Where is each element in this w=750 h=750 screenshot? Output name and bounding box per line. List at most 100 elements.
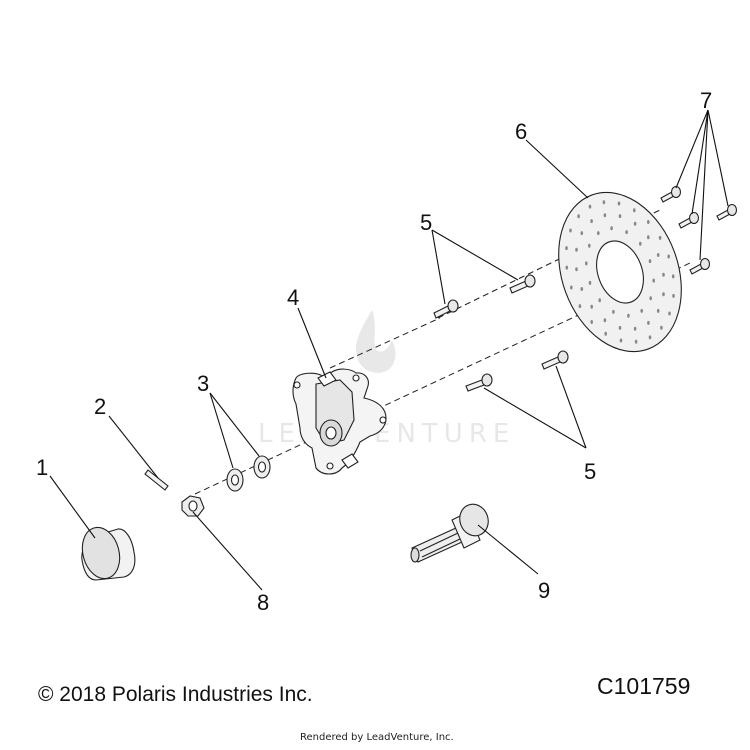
- disc-vent-hole: [627, 313, 630, 318]
- disc-vent-hole: [590, 304, 593, 309]
- disc-vent-hole: [578, 304, 582, 309]
- wheel-hub-part: [292, 368, 387, 475]
- copyright-notice: © 2018 Polaris Industries Inc.: [38, 683, 313, 706]
- callout-3: 3: [197, 371, 209, 396]
- leader-7-2: [691, 109, 709, 215]
- leader-8: [192, 511, 263, 591]
- disc-vent-hole: [590, 219, 593, 224]
- brake-disc-part: [558, 191, 682, 353]
- castle-nut-part: [181, 495, 205, 517]
- leader-lines: [49, 109, 729, 591]
- callout-5-lower: 5: [584, 459, 596, 484]
- disc-vent-hole: [672, 293, 675, 298]
- leader-3b: [209, 392, 260, 457]
- leader-7-1: [675, 109, 709, 189]
- rendered-by-credit: Rendered by LeadVenture, Inc.: [300, 732, 454, 743]
- callout-8: 8: [257, 590, 269, 615]
- leader-5a-2: [431, 229, 519, 281]
- disc-vent-hole: [575, 247, 578, 252]
- disc-vent-hole: [580, 287, 584, 291]
- disc-vent-hole: [658, 235, 662, 240]
- washer-part-1: [226, 468, 244, 492]
- callout-6: 6: [515, 119, 527, 144]
- disc-vent-hole: [597, 231, 600, 236]
- disc-vent-hole: [617, 201, 621, 206]
- disc-bolt-part-1: [660, 185, 682, 203]
- disc-vent-hole: [647, 320, 650, 325]
- leader-1: [49, 475, 96, 539]
- callout-4: 4: [287, 285, 299, 310]
- leader-7-3: [707, 109, 729, 207]
- washer-part-2: [253, 455, 271, 479]
- watermark-text: LEADVENTURE: [258, 419, 515, 449]
- disc-vent-hole: [598, 298, 601, 303]
- leader-3a: [209, 392, 234, 469]
- callout-2: 2: [94, 394, 106, 419]
- disc-vent-hole: [662, 292, 665, 297]
- callout-7: 7: [700, 88, 712, 113]
- disc-vent-hole: [625, 230, 628, 235]
- disc-vent-hole: [618, 325, 622, 330]
- disc-vent-hole: [648, 259, 652, 264]
- disc-vent-hole: [633, 326, 637, 331]
- leader-5b-1: [483, 387, 587, 449]
- disc-bolt-part-2: [678, 211, 700, 229]
- disc-bolt-part-4: [689, 257, 711, 275]
- bolt-axis-line-hub: [329, 317, 441, 369]
- disc-vent-hole: [671, 274, 675, 279]
- disc-vent-hole: [633, 221, 637, 226]
- disc-vent-hole: [603, 318, 607, 323]
- disc-vent-holes: [565, 200, 675, 344]
- hub-bolt-part-2: [509, 274, 536, 294]
- leader-2: [108, 415, 159, 479]
- disc-vent-hole: [610, 226, 613, 231]
- disc-vent-hole: [588, 204, 592, 209]
- disc-vent-hole: [633, 208, 636, 213]
- leader-4: [297, 307, 327, 379]
- callout-5-upper: 5: [420, 210, 432, 235]
- disc-vent-hole: [588, 243, 591, 248]
- flame-logo-icon: [355, 310, 396, 373]
- leader-7-4: [699, 109, 709, 261]
- disc-vent-hole: [649, 296, 652, 301]
- disc-vent-hole: [639, 241, 642, 246]
- hub-bolt-part-3: [465, 373, 493, 392]
- leader-6: [525, 139, 589, 199]
- disc-vent-hole: [647, 220, 650, 224]
- stub-shaft-part: [410, 503, 489, 563]
- disc-vent-hole: [656, 308, 660, 313]
- disc-vent-hole: [660, 325, 663, 330]
- leader-9: [477, 524, 539, 575]
- leader-5b-2: [555, 365, 587, 449]
- disc-vent-hole: [604, 331, 607, 336]
- disc-vent-hole: [612, 309, 615, 314]
- disc-bolt-part-3: [716, 203, 738, 221]
- disc-vent-hole: [585, 261, 588, 266]
- disc-vent-hole: [588, 280, 592, 285]
- dust-cap-part: [81, 526, 136, 581]
- leader-5a-1: [431, 229, 446, 305]
- disc-vent-hole: [590, 320, 593, 324]
- cotter-pin-part: [144, 469, 169, 491]
- disc-vent-hole: [565, 265, 569, 270]
- disc-vent-hole: [577, 214, 580, 219]
- disc-vent-hole: [662, 272, 665, 277]
- disc-vent-hole: [640, 308, 643, 313]
- callout-1: 1: [36, 455, 48, 480]
- disc-vent-hole: [652, 278, 655, 283]
- disc-vent-hole: [648, 335, 652, 340]
- disc-vent-hole: [602, 200, 606, 205]
- disc-vent-hole: [569, 228, 572, 233]
- disc-vent-hole: [580, 231, 584, 236]
- hub-bolt-part-4: [541, 350, 569, 370]
- disc-vent-hole: [647, 235, 650, 240]
- disc-vent-hole: [618, 214, 622, 219]
- hub-bolt-part-1: [433, 299, 459, 319]
- disc-vent-hole: [565, 246, 568, 251]
- callout-9: 9: [538, 578, 550, 603]
- disc-vent-hole: [667, 254, 670, 259]
- disc-vent-hole: [603, 213, 607, 218]
- figure-id: C101759: [597, 673, 691, 699]
- disc-vent-hole: [570, 285, 573, 290]
